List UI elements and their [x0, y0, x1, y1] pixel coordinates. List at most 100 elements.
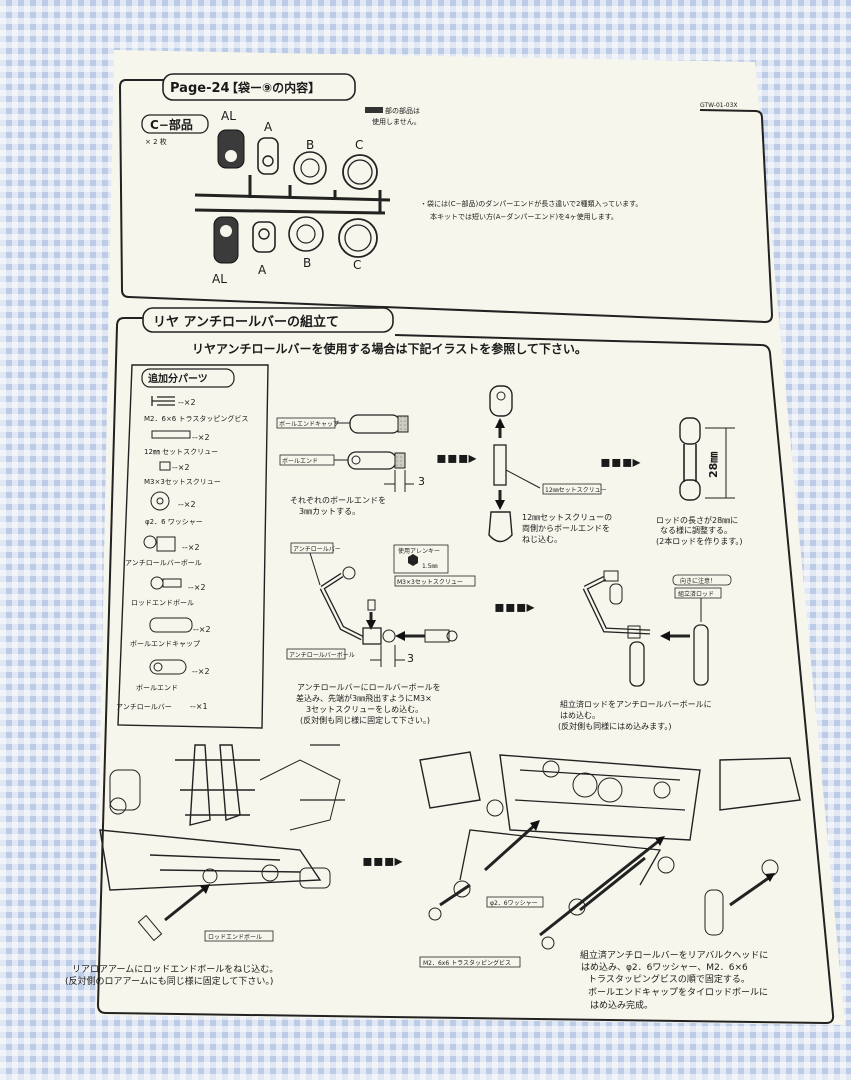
- unused-note-2: 使用しません。: [372, 117, 421, 126]
- svg-text:--×2: --×2: [178, 398, 196, 407]
- step5-caption-2: はめ込む。: [560, 711, 600, 720]
- tag-assembled-rod: 組立済ロッド: [678, 590, 714, 598]
- step1-dim: 3: [418, 475, 425, 488]
- bag-title: 【袋ー⑨の内容】: [226, 80, 320, 95]
- list-item: --×2 ボールエンドキャップ: [130, 617, 211, 648]
- step3-caption-2: なる様に調整する。: [660, 525, 732, 535]
- step-lower-arm: ロッドエンドボール リアロアアームにロッドエンドボールをねじ込む。 (反対側のロ…: [65, 744, 345, 987]
- list-item: --×2 M3×3セットスクリュー: [144, 461, 221, 486]
- list-item: --×2 アンチロールバーボール: [125, 535, 202, 567]
- step1-caption-1: それぞれのボールエンドを: [290, 496, 386, 505]
- list-item: --×2 ロッドエンドボール: [131, 576, 206, 607]
- section-title: リヤ アンチロールバーの組立て: [153, 314, 339, 330]
- list-item: --×2 12㎜ セットスクリュー: [144, 430, 218, 456]
- svg-text:--×2: --×2: [178, 500, 196, 509]
- step7-caption-1: 組立済アンチロールバーをリアバルクヘッドに: [580, 949, 768, 961]
- unused-note-1: 部の部品は: [385, 106, 420, 115]
- list-item: --×2 φ2．6 ワッシャー: [145, 491, 203, 526]
- part-code: GTW-01-03X: [700, 102, 738, 109]
- label-top-a: A: [264, 120, 273, 134]
- section-subtitle: リヤアンチロールバーを使用する場合は下記イラストを参照して下さい。: [192, 341, 587, 356]
- paper-sheet: [95, 50, 845, 1025]
- tag-12mm-screw: 12㎜セットスクリュー: [545, 487, 607, 494]
- step2-caption-2: 両側からボールエンドを: [522, 523, 610, 533]
- list-item: --×2 ボールエンド: [136, 659, 210, 692]
- label-bottom-a: A: [258, 263, 267, 277]
- step3-caption-3: (2本ロッドを作ります。): [656, 536, 743, 546]
- step3-caption-1: ロッドの長さが28㎜に: [656, 515, 738, 525]
- step4-caption-1: アンチロールバーにロールバーボールを: [297, 683, 441, 692]
- label-bottom-al: AL: [212, 272, 227, 286]
- step-arrow-icon: ▪▪▪▸: [600, 452, 641, 471]
- label-top-al: AL: [221, 109, 236, 123]
- step7-caption-2: はめ込み、φ2．6ワッシャー、M2．6×6: [581, 962, 748, 973]
- tag-rod-end-ball: ロッドエンドボール: [208, 933, 262, 941]
- step-attach-rods: 向きに注意！ 組立済ロッド 組立済ロッドをアンチロールバーボールに はめ込む。 …: [558, 570, 732, 731]
- svg-text:--×2: --×2: [188, 583, 206, 592]
- svg-text:12㎜ セットスクリュー: 12㎜ セットスクリュー: [144, 448, 218, 456]
- svg-text:M3×3セットスクリュー: M3×3セットスクリュー: [144, 478, 221, 486]
- svg-text:φ2．6 ワッシャー: φ2．6 ワッシャー: [145, 518, 203, 526]
- tag-tapping-screw: M2．6x6 トラスタッピングビス: [423, 959, 511, 967]
- list-item: アンチロールバー --×1: [116, 702, 208, 711]
- tag-ball-end: ボールエンド: [282, 457, 318, 465]
- svg-text:ボールエンド: ボールエンド: [136, 684, 178, 692]
- step6-caption-2: (反対側のロアアームにも同じ様に固定して下さい。): [65, 975, 273, 987]
- tag-ball-end-cap: ボールエンドキャップ: [279, 420, 339, 428]
- tag-wrench-1: 使用アレンキー: [398, 547, 440, 555]
- step5-caption-3: (反対側も同様にはめ込みます。): [558, 721, 671, 731]
- tag-m3-setscrew: M3×3セットスクリュー: [397, 579, 463, 586]
- step4-caption-2: 差込み、先端が3㎜飛出すようにM3×: [296, 693, 432, 703]
- svg-text:--×1: --×1: [190, 702, 208, 711]
- tag-wrench-2: 1.5㎜: [422, 563, 438, 570]
- step3-dim: 28㎜: [707, 452, 720, 478]
- page-label: Page-24: [170, 81, 230, 96]
- step6-caption-1: リアロアアームにロッドエンドボールをねじ込む。: [72, 964, 278, 975]
- label-bottom-b: B: [303, 256, 311, 270]
- step7-caption-4: ボールエンドキャップをタイロッドボールに: [588, 987, 768, 998]
- svg-text:--×2: --×2: [192, 433, 210, 442]
- step4-caption-4: (反対側も同じ様に固定して下さい。): [300, 715, 430, 725]
- step-screw-rods: 12㎜セットスクリュー 12㎜セットスクリューの 両側からボールエンドを ねじ込…: [488, 385, 612, 544]
- svg-text:--×2: --×2: [182, 543, 200, 552]
- svg-text:ボールエンドキャップ: ボールエンドキャップ: [130, 640, 200, 648]
- step-cut-ball-ends: ボールエンドキャップ ボールエンド 3 それぞれのボールエンドを 3㎜カットする…: [276, 414, 425, 516]
- svg-text:--×2: --×2: [193, 625, 211, 634]
- tag-washer: φ2．6ワッシャー: [490, 900, 538, 907]
- step1-caption-2: 3㎜カットする。: [299, 507, 360, 516]
- svg-text:ロッドエンドボール: ロッドエンドボール: [131, 599, 194, 607]
- c-note-1: ・袋には(C−部品)のダンパーエンドが長さ違いで2種類入っています。: [420, 199, 642, 208]
- step7-caption-3: トラスタッピングビスの順で固定する。: [588, 973, 750, 985]
- step7-caption-5: はめ込み完成。: [590, 999, 653, 1011]
- step-arrow-icon: ▪▪▪▸: [362, 851, 403, 870]
- list-item: --×2 M2．6×6 トラスタッピングビス: [144, 396, 248, 423]
- assembly-box: リヤ アンチロールバーの組立て リヤアンチロールバーを使用する場合は下記イラスト…: [96, 307, 835, 1025]
- label-top-c: C: [355, 138, 363, 152]
- svg-text:アンチロールバー: アンチロールバー: [116, 703, 172, 711]
- sprue-bottom: AL A B C: [194, 208, 386, 286]
- step-arrow-icon: ▪▪▪▸: [494, 597, 535, 616]
- step5-caption-1: 組立済ロッドをアンチロールバーボールに: [560, 699, 712, 709]
- step-rod-length: 28㎜ ロッドの長さが28㎜に なる様に調整する。 (2本ロッドを作ります。): [656, 417, 743, 546]
- step-final-assembly: φ2．6ワッシャー M2．6x6 トラスタッピングビス 組立済アンチロールバーを…: [419, 751, 801, 1011]
- svg-text:M2．6×6 トラスタッピングビス: M2．6×6 トラスタッピングビス: [144, 414, 248, 423]
- step2-caption-3: ねじ込む。: [522, 535, 562, 544]
- step2-caption-1: 12㎜セットスクリューの: [522, 513, 612, 522]
- step4-caption-3: 3セットスクリューをしめ込む。: [306, 705, 423, 714]
- tag-antiroll-bar: アンチロールバー: [293, 546, 341, 553]
- bag-contents-box: Page-24 【袋ー⑨の内容】 GTW-01-03X C−部品 × 2 枚 部…: [118, 73, 774, 324]
- step4-dim: 3: [407, 652, 414, 665]
- tag-antiroll-ball: アンチロールバーボール: [289, 651, 355, 659]
- label-top-b: B: [306, 138, 314, 152]
- unused-swatch: [365, 107, 383, 113]
- label-bottom-c: C: [353, 258, 361, 272]
- c-parts-qty: × 2 枚: [145, 137, 167, 146]
- added-parts-list: --×2 M2．6×6 トラスタッピングビス --×2 12㎜ セットスクリュー…: [116, 396, 248, 711]
- c-parts-title: C−部品: [150, 117, 193, 132]
- svg-text:--×2: --×2: [192, 667, 210, 676]
- step-arrow-icon: ▪▪▪▸: [436, 448, 477, 467]
- c-note-2: 本キットでは短い方(A−ダンパーエンド)を4ヶ使用します。: [430, 212, 618, 221]
- added-parts-title: 追加分パーツ: [148, 372, 208, 385]
- svg-text:--×2: --×2: [172, 463, 190, 472]
